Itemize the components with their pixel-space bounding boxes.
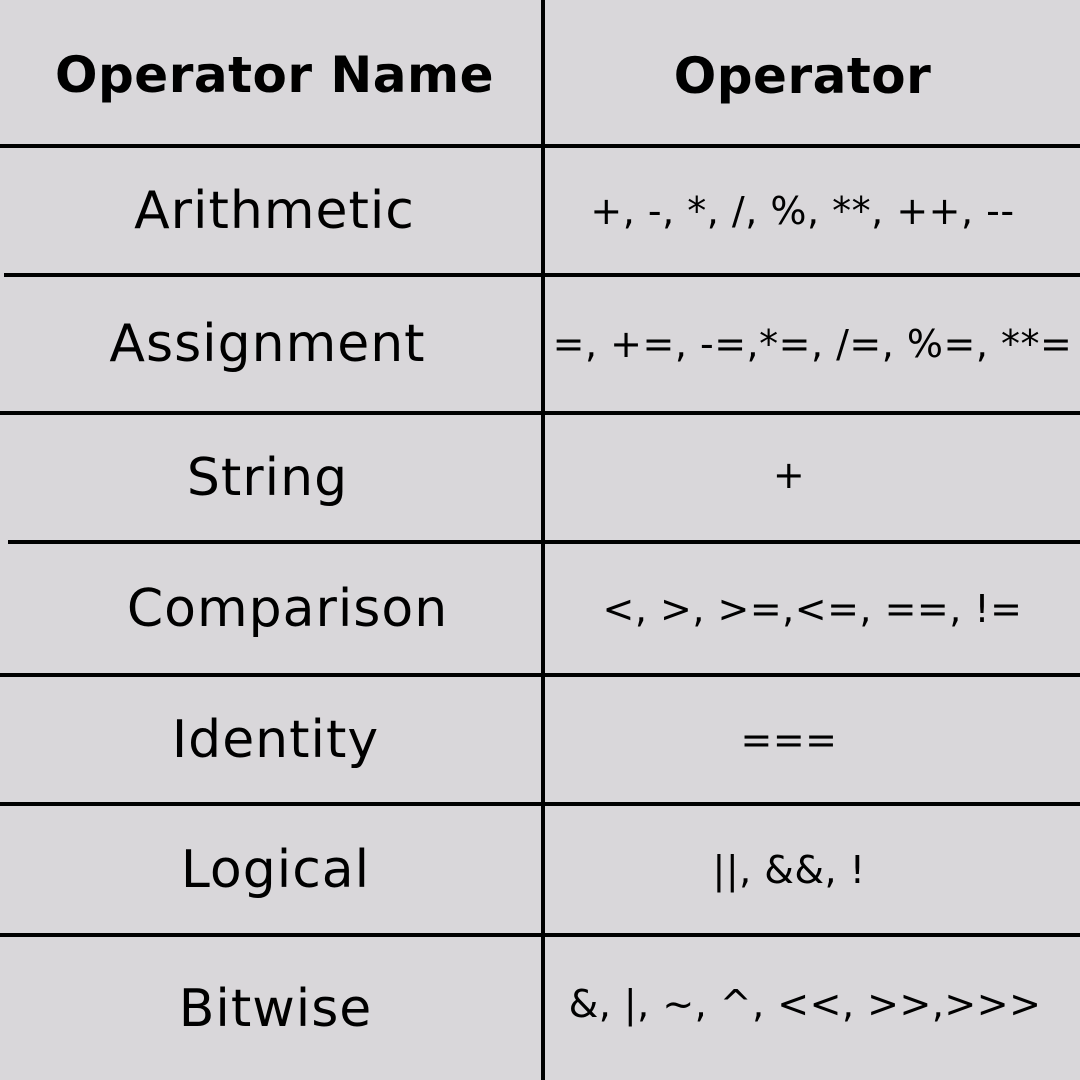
row-divider (0, 802, 1080, 806)
row-divider (0, 673, 1080, 677)
header-operator-name: Operator Name (54, 46, 495, 104)
row-divider (4, 273, 1080, 277)
row-divider (8, 540, 1080, 544)
header-operator: Operator (673, 47, 932, 105)
row-name-assignment: Assignment (109, 314, 426, 374)
row-divider (0, 411, 1080, 415)
row-operators-logical: ||, &&, ! (712, 847, 866, 892)
row-divider (0, 933, 1080, 937)
row-name-arithmetic: Arithmetic (134, 180, 415, 241)
row-name-string: String (186, 447, 349, 508)
row-name-identity: Identity (171, 709, 380, 770)
row-name-comparison: Comparison (126, 578, 449, 639)
row-operators-assignment: =, +=, -=,*=, /=, %=, **= (552, 322, 1073, 366)
row-operators-arithmetic: +, -, *, /, %, **, ++, -- (590, 188, 1015, 233)
row-operators-identity: === (740, 717, 838, 762)
row-name-bitwise: Bitwise (178, 978, 373, 1039)
row-operators-string: + (772, 453, 806, 497)
row-divider (0, 144, 1080, 148)
row-operators-bitwise: &, |, ~, ^, <<, >>,>>> (568, 981, 1042, 1026)
row-name-logical: Logical (180, 839, 371, 900)
row-operators-comparison: <, >, >=,<=, ==, != (602, 586, 1023, 631)
